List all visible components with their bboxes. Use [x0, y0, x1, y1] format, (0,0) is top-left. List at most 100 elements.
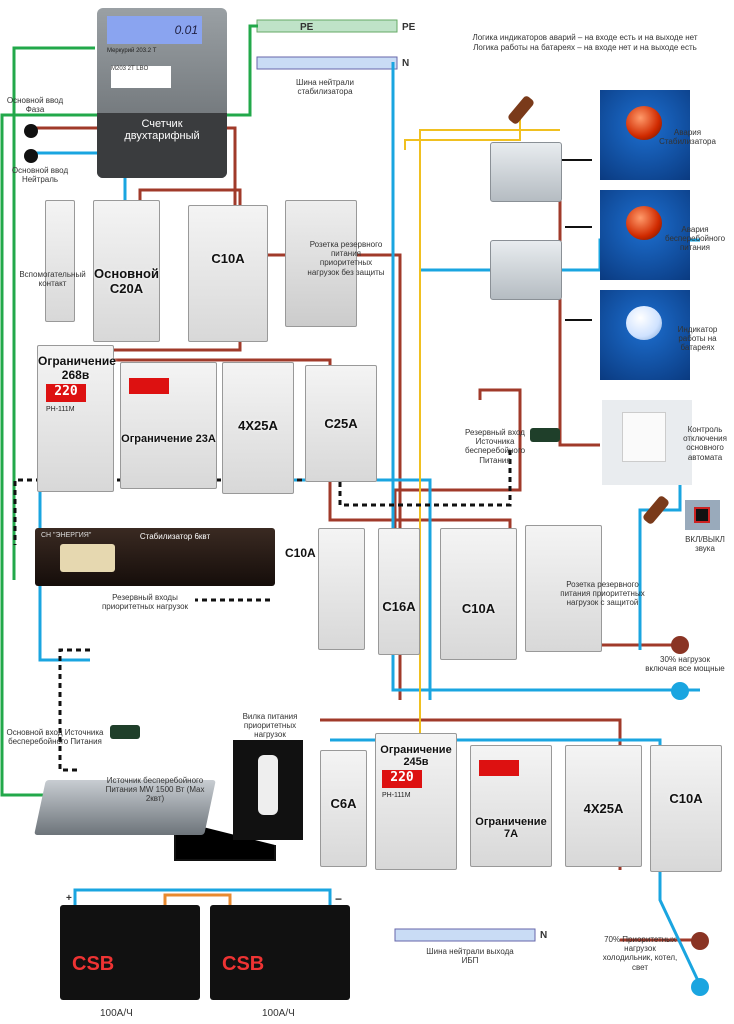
load30-phase-terminal: [671, 636, 689, 654]
relay-2: [490, 240, 562, 300]
battery-2-capacity: 100А/Ч: [262, 1008, 295, 1019]
voltage-relay-display: 220: [46, 384, 86, 402]
ups-neutral-label: Шина нейтрали выхода ИБП: [426, 947, 514, 966]
stab-alarm-lamp: [600, 90, 690, 180]
stabilizer: СН "ЭНЕРГИЯ" Стабилизатор 6квт: [35, 528, 275, 586]
current-relay-label: Ограничение 23А: [121, 433, 216, 445]
battery-2: CSB: [210, 905, 350, 1000]
breaker-c25a[interactable]: C25A: [305, 365, 377, 482]
phase-input-terminal: [24, 124, 38, 138]
plug-label: Вилка питания приоритетных нагрузок: [242, 712, 298, 740]
stabilizer-label: Стабилизатор 6квт: [139, 532, 211, 541]
meter-sticker: M203 2T LBO: [111, 66, 171, 88]
ups-current-relay-display: [479, 760, 519, 776]
meter-display: 0.01: [107, 16, 202, 44]
current-relay-7a: Ограничение 7А: [470, 745, 552, 867]
breaker-c10a-1[interactable]: [318, 528, 365, 650]
voltage-relay-245: Ограничение 245в 220 РН-111М: [375, 733, 457, 870]
breaker-c16a-label: C16A: [382, 599, 416, 614]
pe-bus: [256, 19, 398, 33]
ups-link-dashed: [58, 648, 90, 772]
breaker-c10a-top[interactable]: C10A: [188, 205, 268, 342]
sound-switch[interactable]: [685, 500, 720, 530]
breaker-control-buzzer: [602, 400, 692, 485]
main-breaker-c20a[interactable]: Основной C20A: [93, 200, 160, 342]
stabilizer-reserve-label: Резервный входы приоритетных нагрузок: [101, 593, 189, 612]
battery-minus: −: [335, 892, 343, 906]
ups-n-label: N: [540, 930, 548, 941]
neutral-input-label: Основной ввод Нейтраль: [11, 166, 69, 185]
battery-plus: +: [66, 893, 72, 904]
battery-lamp: [600, 290, 690, 380]
ups-breaker-c10a[interactable]: C10A: [650, 745, 722, 872]
breaker-c25a-label: C25A: [324, 416, 358, 431]
phase-signal: [558, 190, 600, 447]
battery-1-capacity: 100А/Ч: [100, 1008, 133, 1019]
ups-current-relay-label: Ограничение 7А: [475, 816, 547, 840]
breaker-c10a-1-label: C10A: [285, 546, 316, 560]
electricity-meter: 0.01 Меркурий 203.2 T M203 2T LBO Счетчи…: [97, 8, 227, 178]
current-relay-23a: Ограничение 23А: [120, 362, 217, 489]
speaker-icon: [622, 412, 666, 462]
red-lamp-icon: [626, 106, 662, 140]
ups-alarm-label: Авария бесперебойного питания: [664, 225, 726, 253]
load70-phase-terminal: [691, 932, 709, 950]
current-relay-display: [129, 378, 169, 394]
load70-neutral-terminal: [691, 978, 709, 996]
breaker-c6a-label: C6A: [330, 796, 357, 811]
ups-alarm-lamp: [600, 190, 690, 280]
socket-protected: [525, 525, 602, 652]
neutral-input-terminal: [24, 149, 38, 163]
socket-protected-label: Розетка резервного питания приоритетных …: [560, 580, 645, 608]
battery-indicator-label: Индикатор работы на батареях: [677, 325, 718, 353]
ups-label: Источник бесперебойного Питания MW 1500 …: [105, 776, 205, 804]
battery-1: CSB: [60, 905, 200, 1000]
sound-switch-label: ВКЛ/ВЫКЛ звука: [685, 535, 725, 554]
phase-input-label: Основной ввод Фаза: [6, 96, 64, 115]
meter-terminal-block: [97, 113, 227, 178]
signal-wire: [404, 110, 521, 150]
voltage-relay-268: Ограничение 268в 220 РН-111М: [37, 345, 116, 492]
socket-unprotected: [285, 200, 357, 327]
aux-contact-label: Вспомогательный контакт: [19, 270, 86, 289]
ups-reserve-input-label: Резервный вход Источника бесперебойного …: [464, 428, 526, 465]
battery-brand: CSB: [72, 953, 115, 975]
ground-wire-2: [12, 46, 95, 580]
contactor-4x25a: 4X25A: [222, 362, 294, 494]
n-label: N: [402, 58, 410, 69]
ups-voltage-relay-display: 220: [382, 770, 422, 788]
breaker-c10a-2[interactable]: C10A: [440, 528, 517, 660]
n-bus: [256, 56, 398, 70]
battery-wire: [73, 888, 332, 905]
load30-neutral-terminal: [671, 682, 689, 700]
signal-wire-2: [419, 129, 560, 750]
ups-main-input-label: Основной вход Источника бесперебойного П…: [6, 728, 104, 747]
meter-model: Меркурий 203.2 T: [107, 48, 157, 54]
stabilizer-outlets: [60, 544, 115, 572]
plug-icon: [258, 755, 278, 815]
stabilizer-brand: СН "ЭНЕРГИЯ": [41, 532, 92, 539]
iec-connector-icon: [530, 428, 560, 442]
breaker-control-label: Контроль отключения основного автомата: [683, 425, 727, 462]
breaker-c10a-label: C10A: [211, 251, 245, 266]
power-plug: [233, 740, 303, 840]
relay-1: [490, 142, 562, 202]
breaker-c16a[interactable]: C16A: [378, 528, 420, 655]
neutral-bus-1: [391, 62, 700, 692]
battery-link: [163, 893, 232, 905]
breaker-c10a-2-label: C10A: [461, 601, 496, 616]
logic-note-2: Логика работы на батареях – на входе нет…: [473, 43, 697, 52]
main-breaker-label: Основной C20A: [94, 266, 159, 296]
meter-label: Счетчик двухтарифный: [124, 118, 200, 142]
load70-label: 70% Приоритетных нагрузок холодильник, к…: [602, 935, 678, 972]
voltage-relay-label: Ограничение 268в: [38, 354, 116, 382]
breaker-c6a[interactable]: C6A: [320, 750, 367, 867]
rocker-switch-icon: [694, 507, 710, 523]
battery-brand-2: CSB: [222, 953, 265, 975]
ups-input-connector-icon: [110, 725, 140, 739]
pe-label: PE: [300, 22, 314, 33]
contactor-label: 4X25A: [238, 418, 278, 433]
voltage-relay-model: РН-111М: [46, 406, 75, 413]
ups-n-bus: [394, 928, 536, 942]
